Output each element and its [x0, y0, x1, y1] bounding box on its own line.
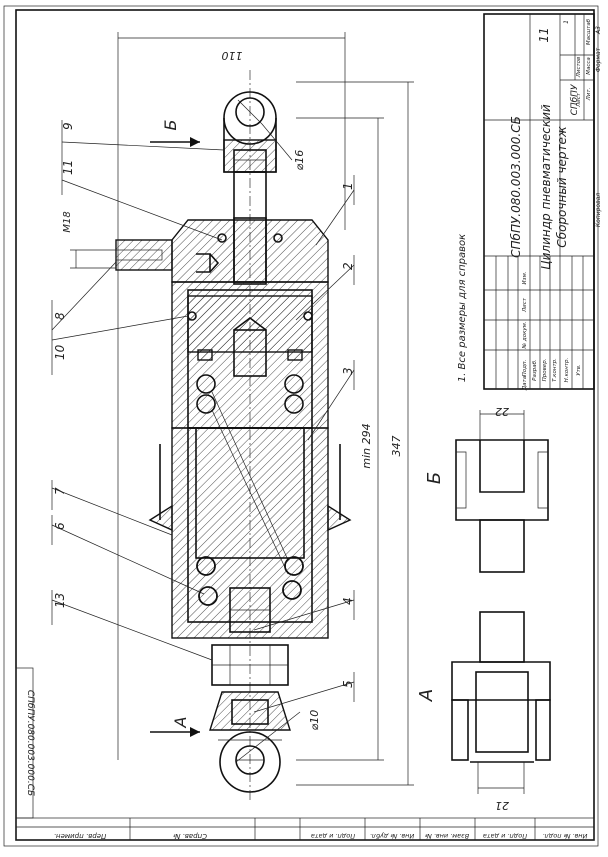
arrow-a-label: А	[171, 717, 190, 729]
col-mass: Масса	[586, 57, 592, 75]
leader-7: 7	[53, 487, 67, 495]
dim-min294: min 294	[360, 423, 373, 468]
dim-110: 110	[222, 49, 243, 62]
leader-1: 1	[341, 182, 355, 190]
strip-cell-1: Перв. примен.	[54, 832, 107, 840]
piston	[187, 295, 313, 353]
row-ncontrol: Н.контр.	[564, 357, 570, 382]
strip-cell-6: Подп. и дата	[483, 832, 527, 840]
view-b-label: Б	[424, 472, 445, 484]
bottom-strip: Перв. примен. Справ. № Подп. и дата Инв.…	[15, 817, 595, 841]
drawing-title-2: Сборочный чертеж	[555, 126, 569, 248]
dim-347: 347	[390, 436, 403, 457]
row-developed: Разраб.	[532, 359, 538, 381]
col-sheet: Лист	[576, 92, 582, 108]
leader-13: 13	[53, 593, 67, 608]
cylinder-assembly	[115, 70, 352, 800]
view-a-label: А	[416, 689, 437, 702]
sheet-format: Формат	[595, 47, 602, 72]
organization: СПбПУ	[570, 84, 580, 115]
dimensions: 110 ⌀16 M18 min 294 347 ⌀10	[62, 32, 414, 786]
row-checked: Провер.	[542, 358, 548, 381]
copied-label: Копировал	[595, 193, 602, 227]
outer-frame	[3, 5, 599, 847]
leader-11: 11	[61, 160, 75, 175]
dim-d10: ⌀10	[308, 710, 321, 731]
row-approved: Утв.	[576, 364, 582, 376]
stamp-number-rotated: СПбПУ.080.003.000.СБ	[25, 690, 35, 796]
col-lit: Лит.	[586, 87, 592, 101]
drawing-title-1: Цилиндр пневматический	[539, 104, 553, 270]
general-note: 1. Все размеры для справок	[457, 234, 468, 382]
strip-cell-7: Инв. № подл.	[543, 832, 588, 840]
leader-8: 8	[53, 312, 67, 320]
row-doc: № докум.	[522, 321, 528, 349]
view-a: А 21	[416, 611, 551, 812]
leader-6: 6	[53, 522, 67, 530]
air-fitting	[115, 239, 173, 271]
top-eye-outer	[223, 91, 277, 145]
view-arrows: Б А	[150, 119, 200, 737]
leader-3: 3	[341, 367, 355, 375]
col-sheets: Листов	[576, 57, 582, 79]
leader-2: 2	[341, 262, 355, 270]
part-leaders: 9 11 8 10 7 6 13 1 2 3 4 5	[51, 120, 355, 713]
lower-sleeve	[171, 427, 329, 639]
dim-m18: M18	[62, 211, 73, 232]
col-scale: Масштаб	[586, 18, 592, 45]
top-eye-hole	[235, 97, 265, 127]
dim-d16: ⌀16	[293, 150, 306, 171]
title-block: СПбПУ.080.003.000.СБ Цилиндр пневматичес…	[483, 13, 602, 391]
strip-cell-4: Инв. № дубл.	[370, 832, 414, 840]
dim-22: 22	[495, 405, 509, 418]
arrow-b-label: Б	[161, 119, 180, 130]
head-cover	[171, 219, 329, 283]
strip-cell-5: Взам. инв. №	[425, 832, 469, 840]
left-stamp: СПбПУ.080.003.000.СБ	[15, 667, 35, 819]
row-sign: Подп.	[522, 359, 528, 376]
bottom-fork	[209, 691, 291, 731]
drawing-number: СПбПУ.080.003.000.СБ	[509, 116, 523, 258]
leader-10: 10	[53, 344, 67, 360]
row-change: Изм.	[522, 271, 528, 284]
leader-9: 9	[61, 122, 75, 130]
strip-cell-3: Подп. и дата	[311, 832, 355, 840]
leader-4: 4	[341, 597, 355, 605]
strip-cell-2: Справ. №	[173, 832, 207, 840]
dim-21: 21	[495, 799, 509, 812]
bottom-eye-outer	[219, 731, 281, 793]
sheets-value: 1	[563, 20, 570, 24]
mass-value: 11	[537, 27, 551, 42]
leader-5: 5	[341, 680, 355, 688]
row-date: Дата	[522, 375, 528, 391]
row-list: Лист	[522, 297, 528, 313]
sheet-format-value: A3	[595, 26, 602, 35]
view-b: Б 22	[424, 405, 549, 573]
row-tcontrol: Т.контр.	[552, 358, 558, 382]
